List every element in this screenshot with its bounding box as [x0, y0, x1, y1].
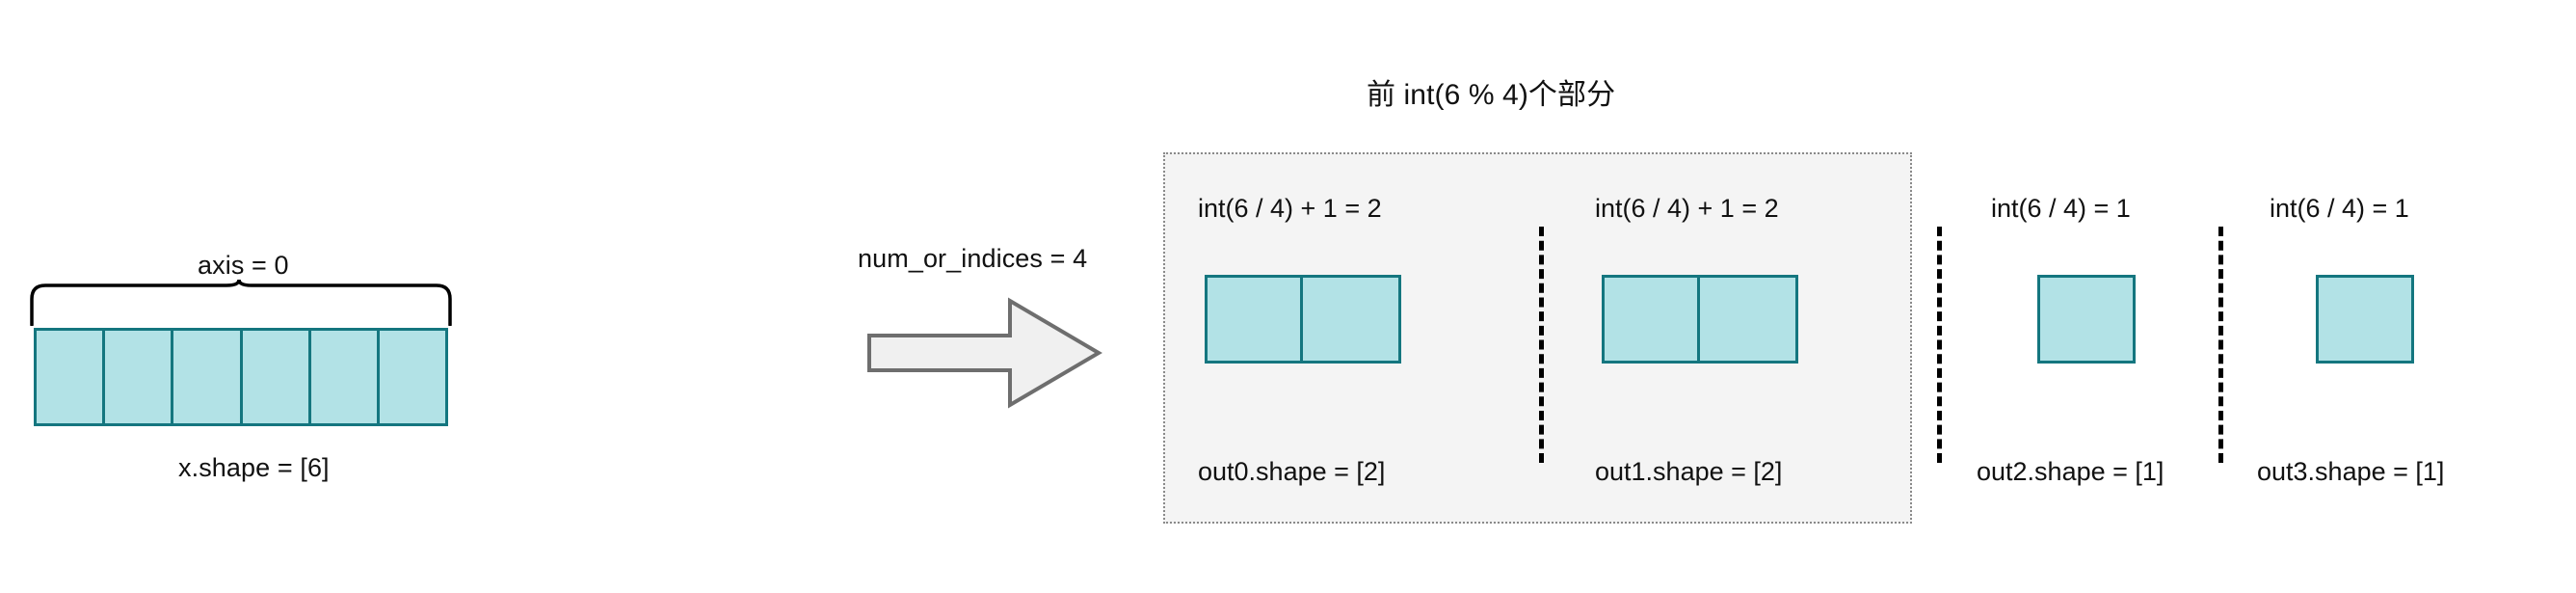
source-tensor-cells	[34, 328, 448, 426]
tensor-cell	[2319, 278, 2411, 361]
tensor-cell	[105, 331, 174, 423]
tensor-cell	[173, 331, 243, 423]
group-shape-label: out3.shape = [1]	[2257, 457, 2445, 486]
group-cells	[2037, 275, 2136, 364]
tensor-cell	[380, 331, 445, 423]
tensor-cell	[1605, 278, 1701, 361]
tensor-cell	[1700, 278, 1795, 361]
group-divider	[1937, 227, 1942, 463]
group-shape-label: out2.shape = [1]	[1977, 457, 2164, 486]
group-shape-label: out1.shape = [2]	[1595, 457, 1783, 486]
group-divider	[2218, 227, 2223, 463]
curly-brace-icon	[30, 279, 452, 326]
tensor-cell	[243, 331, 311, 423]
group-cells	[1205, 275, 1401, 364]
tensor-cell	[1208, 278, 1304, 361]
tensor-cell	[2040, 278, 2133, 361]
right-block-arrow-icon	[867, 297, 1102, 409]
group-cells	[2316, 275, 2414, 364]
tensor-cell	[37, 331, 106, 423]
tensor-cell	[1303, 278, 1398, 361]
source-shape-label: x.shape = [6]	[178, 453, 330, 482]
group-cells	[1602, 275, 1798, 364]
group-divider	[1539, 227, 1544, 463]
group-shape-label: out0.shape = [2]	[1198, 457, 1386, 486]
num-or-indices-label: num_or_indices = 4	[858, 244, 1088, 273]
group-formula: int(6 / 4) = 1	[1991, 194, 2131, 223]
group-title: 前 int(6 % 4)个部分	[1367, 79, 1616, 111]
tensor-cell	[311, 331, 380, 423]
axis-label: axis = 0	[198, 251, 289, 280]
group-formula: int(6 / 4) + 1 = 2	[1595, 194, 1779, 223]
group-formula: int(6 / 4) = 1	[2270, 194, 2409, 223]
group-formula: int(6 / 4) + 1 = 2	[1198, 194, 1382, 223]
